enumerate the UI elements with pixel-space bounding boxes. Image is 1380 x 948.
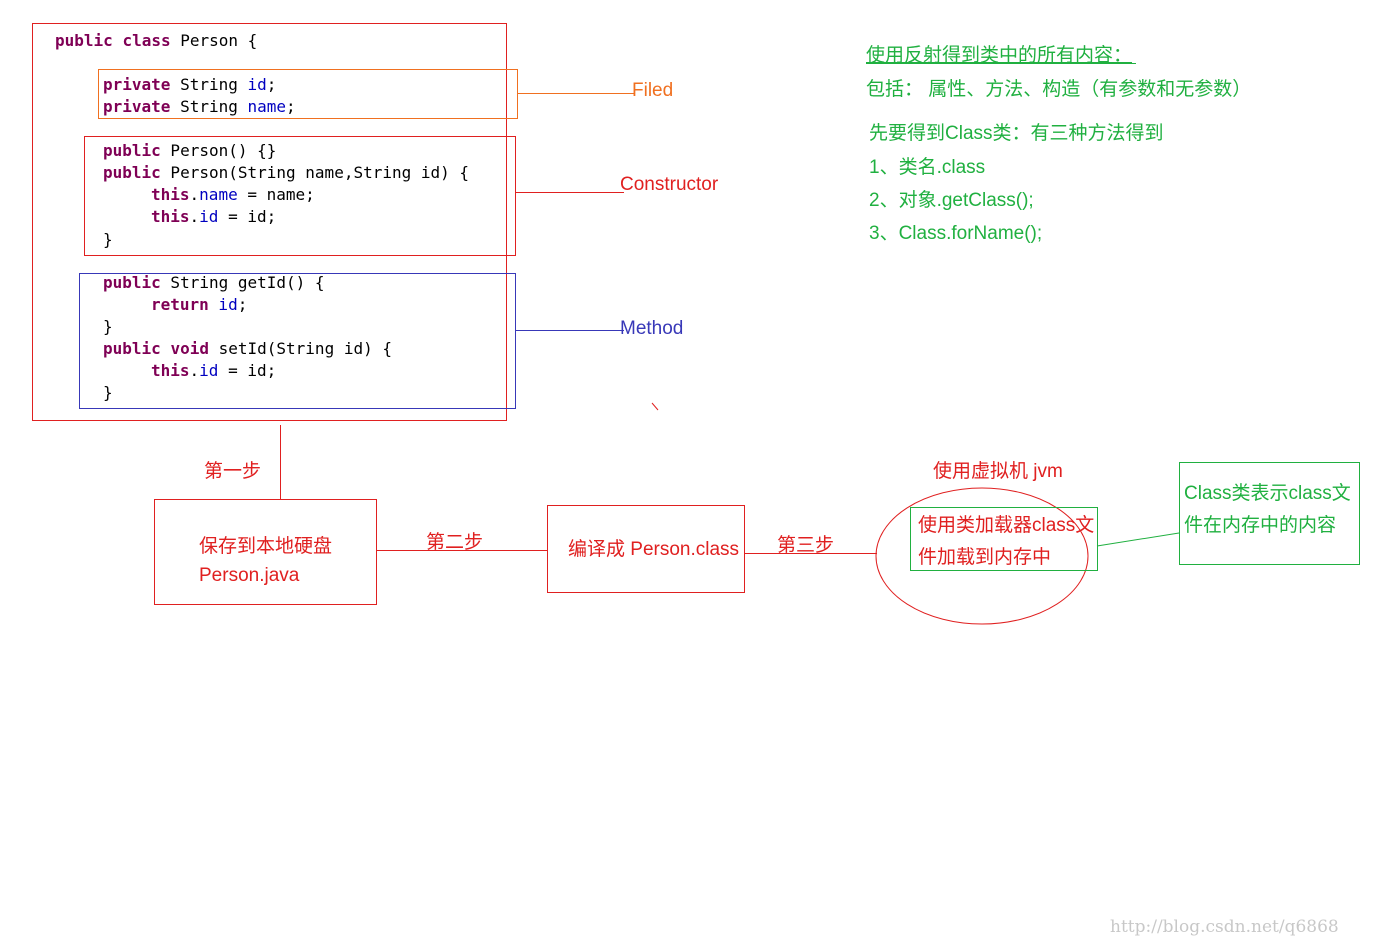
jvm-ellipse (875, 487, 1089, 625)
step1-label: 第一步 (204, 461, 262, 482)
class-memory-text-1: Class类表示class文 (1184, 483, 1351, 504)
ctor-line-3: this.name = name; (151, 185, 315, 204)
class-loader-box (910, 507, 1098, 571)
save-local-box (154, 499, 377, 605)
constructor-connector (516, 192, 624, 193)
compile-box (547, 505, 745, 593)
methods-box (79, 273, 516, 409)
method-line-1: public String getId() { (103, 273, 325, 292)
ctor-line-4: this.id = id; (151, 207, 277, 226)
save-local-text: 保存到本地硬盘 (199, 536, 333, 557)
class-loader-text-2: 件加载到内存中 (918, 547, 1052, 568)
class-memory-box (1179, 462, 1360, 565)
step1-connector (280, 425, 281, 500)
loader-to-class-connector (1096, 532, 1180, 547)
note-way-3: 3、Class.forName(); (869, 223, 1043, 244)
compile-text: 编译成 Person.class (568, 539, 740, 560)
save-file-text: Person.java (199, 565, 300, 586)
note-title-underline (866, 63, 1136, 64)
filed-connector (518, 93, 634, 94)
step3-label: 第三步 (777, 535, 835, 556)
step2-connector (377, 550, 547, 551)
method-line-5: this.id = id; (151, 361, 277, 380)
constructor-label: Constructor (620, 174, 719, 195)
ctor-line-2: public Person(String name,String id) { (103, 163, 470, 182)
fields-box (98, 69, 518, 119)
method-line-2: return id; (151, 295, 248, 314)
method-connector (516, 330, 624, 331)
filed-label: Filed (632, 80, 674, 101)
note-title: 使用反射得到类中的所有内容： (866, 45, 1133, 66)
ctor-line-5: } (103, 230, 113, 249)
watermark: http://blog.csdn.net/q6868 (1110, 917, 1339, 937)
class-memory-text-2: 件在内存中的内容 (1184, 515, 1337, 536)
note-way-1: 1、类名.class (869, 157, 986, 178)
field-name-line: private String name; (103, 97, 296, 116)
step2-label: 第二步 (426, 532, 484, 553)
field-id-line: private String id; (103, 75, 277, 94)
method-label: Method (620, 318, 684, 339)
step3-connector (745, 553, 877, 554)
class-declaration: public class Person { (55, 31, 258, 50)
method-line-6: } (103, 383, 113, 402)
class-loader-text-1: 使用类加载器class文 (918, 515, 1095, 536)
jvm-label: 使用虚拟机 jvm (933, 461, 1063, 482)
note-way-2: 2、对象.getClass(); (869, 190, 1034, 211)
constructor-box (84, 136, 516, 256)
stray-tick-mark (651, 402, 659, 411)
method-line-4: public void setId(String id) { (103, 339, 392, 358)
note-includes: 包括： 属性、方法、构造（有参数和无参数） (866, 79, 1252, 100)
class-person-box (32, 23, 507, 421)
method-line-3: } (103, 317, 113, 336)
ctor-line-1: public Person() {} (103, 141, 277, 160)
note-get-class: 先要得到Class类：有三种方法得到 (869, 123, 1164, 144)
